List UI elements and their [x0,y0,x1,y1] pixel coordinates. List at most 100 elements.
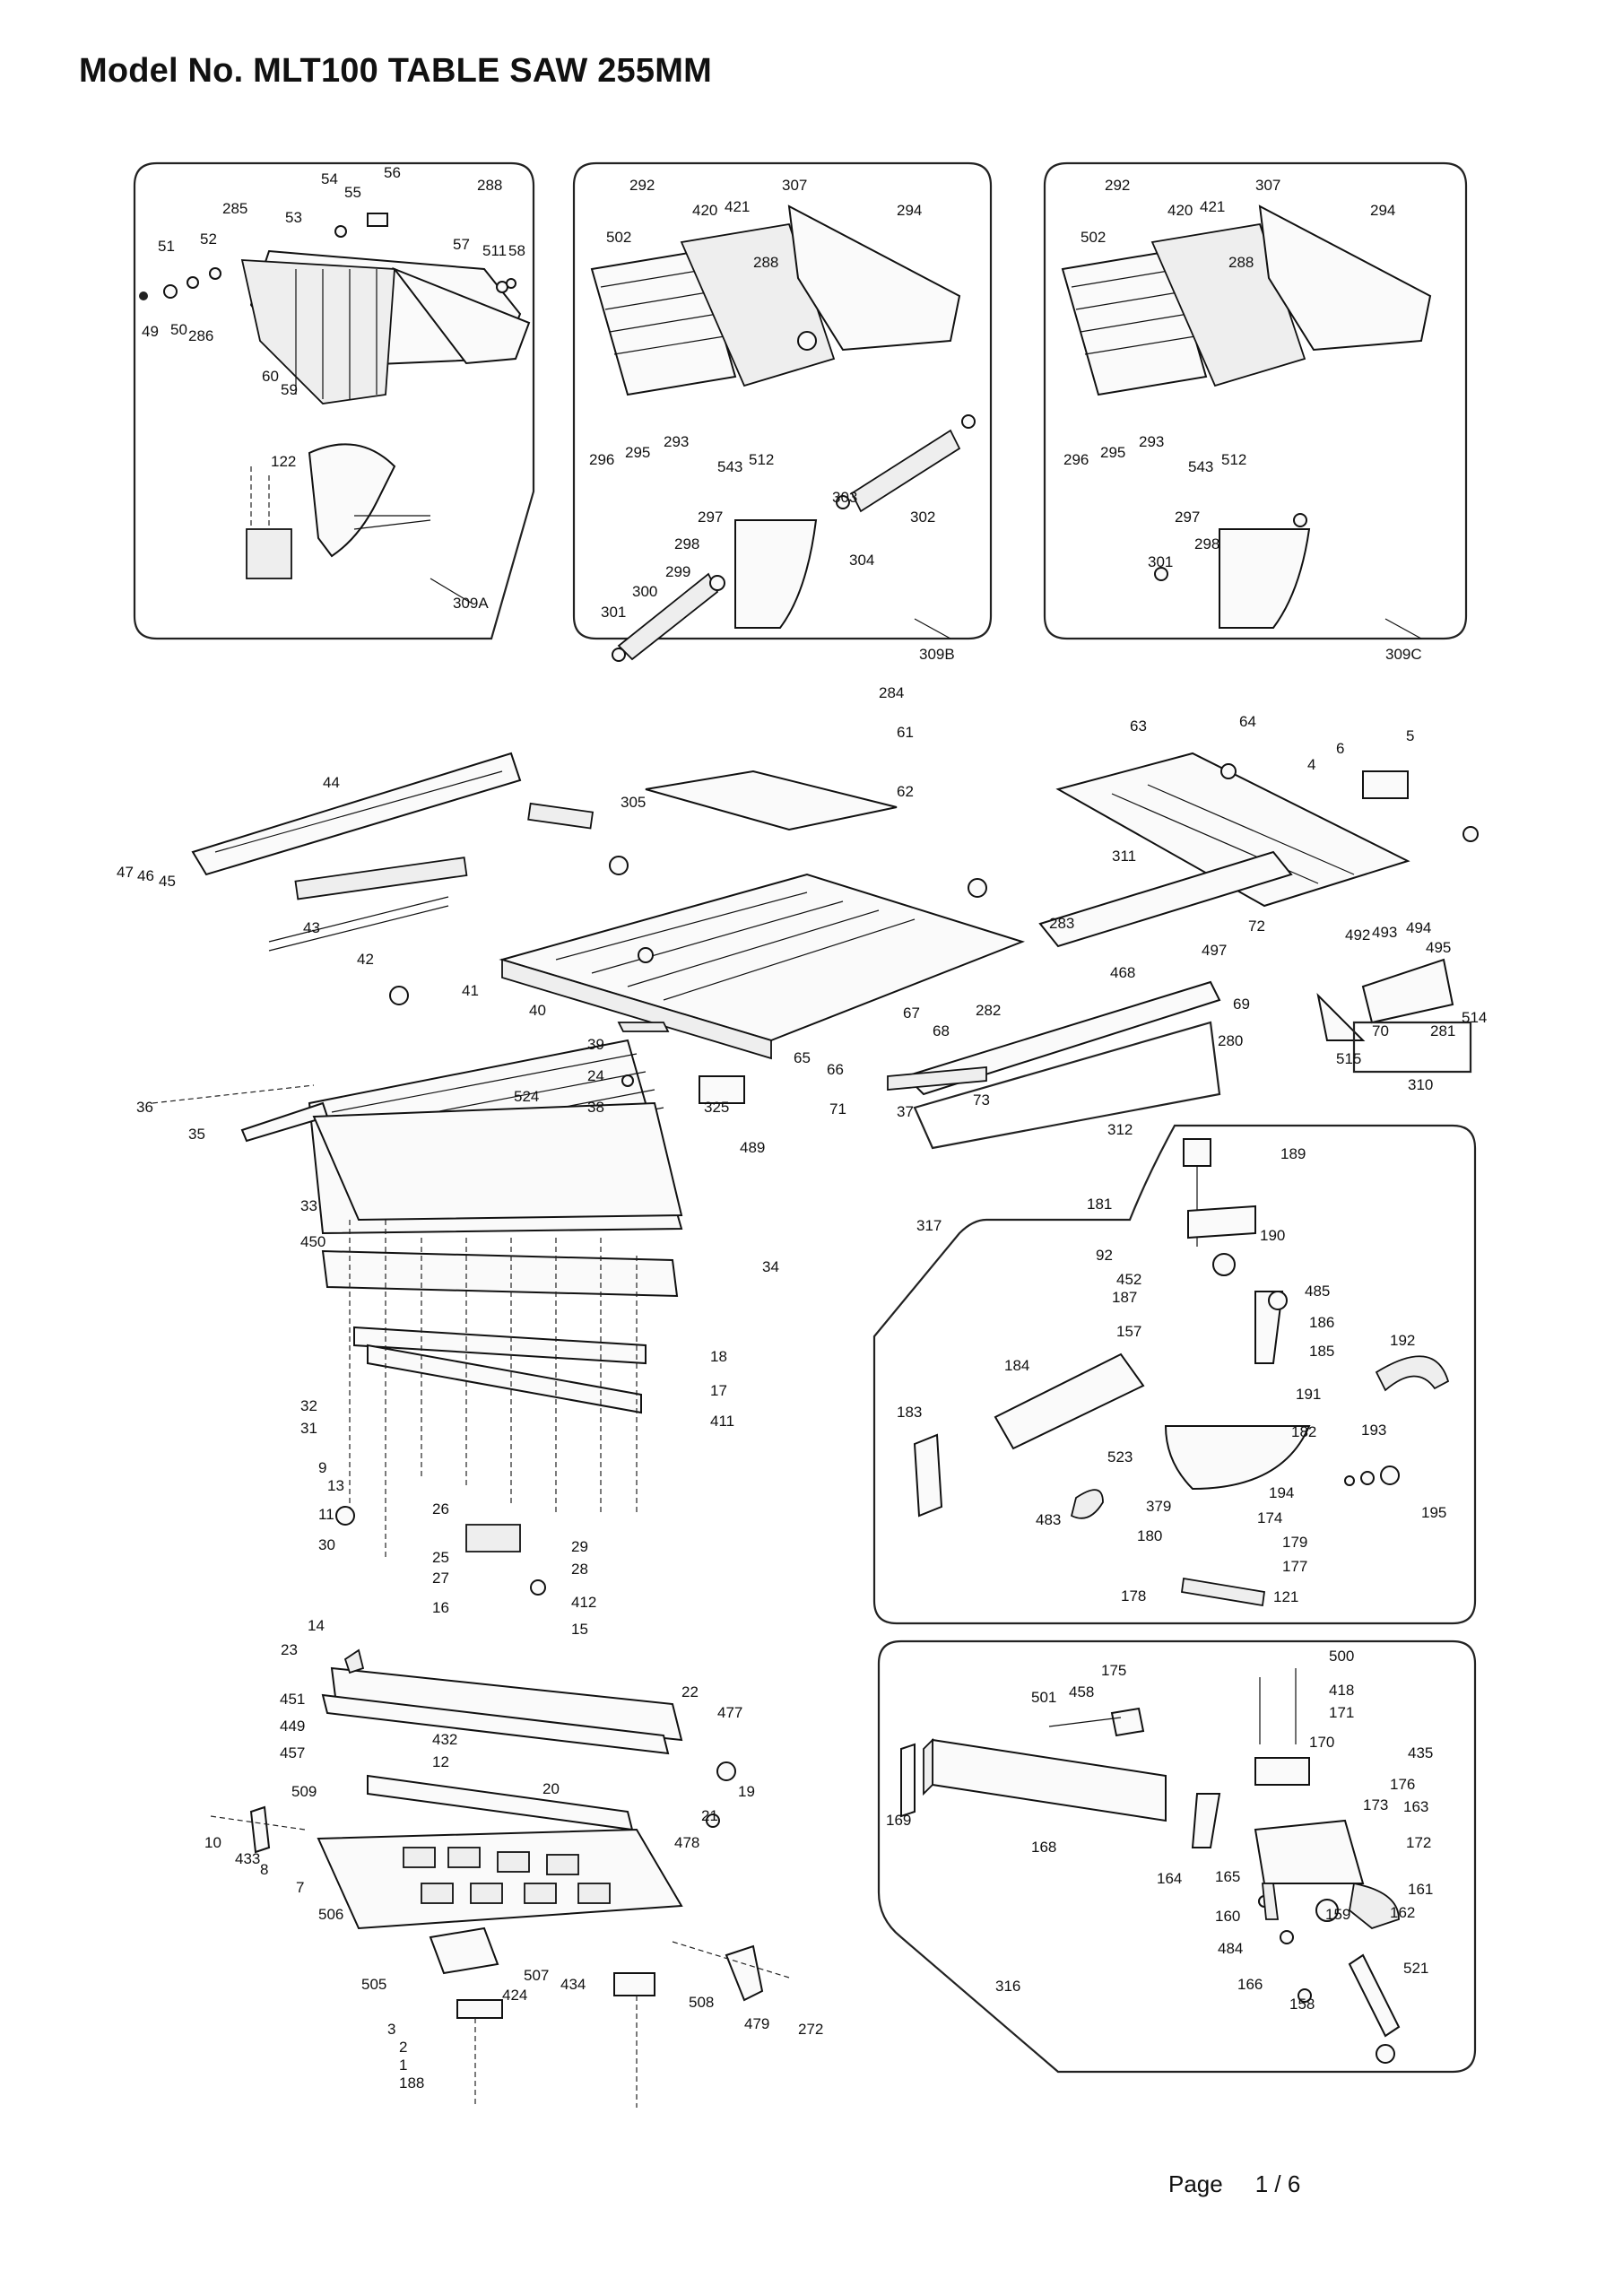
part-label: 122 [271,453,296,470]
part-label: 521 [1403,1960,1428,1977]
part-label: 164 [1157,1870,1182,1887]
part-label: 512 [1221,451,1246,468]
part-label: 187 [1112,1289,1137,1306]
part-label: 418 [1329,1682,1354,1699]
part-label: 286 [188,327,213,344]
part-label: 65 [794,1049,811,1066]
part-label: 24 [587,1067,604,1084]
page-number: Page 1 / 6 [1168,2170,1300,2198]
part-label: 312 [1107,1121,1133,1138]
part-label: 175 [1101,1662,1126,1679]
part-label: 43 [303,919,320,936]
miter-gauge-panel [872,1124,1477,1625]
part-label: 15 [571,1621,588,1638]
part-label: 301 [1148,553,1173,570]
part-label: 524 [514,1088,539,1105]
part-label: 70 [1372,1022,1389,1039]
part-label: 193 [1361,1422,1386,1439]
part-label: 502 [1081,229,1106,246]
part-label: 412 [571,1594,596,1611]
part-label: 191 [1296,1386,1321,1403]
part-label: 20 [542,1780,560,1797]
guard-panel-309b [572,161,993,662]
part-label: 281 [1430,1022,1455,1039]
part-label: 492 [1345,926,1370,944]
part-label: 297 [1175,509,1200,526]
part-label: 434 [560,1976,586,1993]
part-label: 512 [749,451,774,468]
part-label: 168 [1031,1839,1056,1856]
part-label: 49 [142,323,159,340]
part-label: 189 [1280,1145,1306,1162]
part-label: 22 [681,1683,699,1700]
part-label: 172 [1406,1834,1431,1851]
part-label: 56 [384,164,401,181]
part-label: 432 [432,1731,457,1748]
part-label: 69 [1233,996,1250,1013]
part-label: 4 [1307,756,1315,773]
part-label: 379 [1146,1498,1171,1515]
part-label: 60 [262,368,279,385]
part-label: 52 [200,230,217,248]
part-label: 160 [1215,1908,1240,1925]
part-label: 3 [387,2021,395,2038]
part-label: 309A [453,595,489,612]
part-label: 32 [300,1397,317,1414]
part-label: 58 [508,242,525,259]
part-label: 30 [318,1536,335,1553]
part-label: 494 [1406,919,1431,936]
part-label: 298 [674,535,699,552]
part-label: 280 [1218,1032,1243,1049]
part-label: 293 [664,433,689,450]
part-label: 157 [1116,1323,1141,1340]
part-label: 42 [357,951,374,968]
part-label: 12 [432,1753,449,1770]
part-label: 515 [1336,1050,1361,1067]
part-label: 14 [308,1617,325,1634]
part-label: 158 [1289,1996,1315,2013]
part-label: 523 [1107,1448,1133,1465]
part-label: 190 [1260,1227,1285,1244]
part-label: 284 [879,684,904,701]
part-label: 433 [235,1850,260,1867]
page-label: Page [1168,2170,1223,2197]
part-label: 489 [740,1139,765,1156]
part-label: 309B [919,646,955,663]
part-label: 67 [903,1004,920,1022]
part-label: 435 [1408,1744,1433,1761]
part-label: 296 [589,451,614,468]
part-label: 21 [701,1807,718,1824]
part-label: 62 [897,783,914,800]
part-label: 292 [629,177,655,194]
part-label: 41 [462,982,479,999]
part-label: 55 [344,184,361,201]
part-label: 17 [710,1382,727,1399]
part-label: 458 [1069,1683,1094,1700]
part-label: 507 [524,1967,549,1984]
part-label: 195 [1421,1504,1446,1521]
part-label: 50 [170,321,187,338]
part-label: 452 [1116,1271,1141,1288]
part-label: 420 [1167,202,1193,219]
part-label: 424 [502,1987,527,2004]
part-label: 92 [1096,1247,1113,1264]
part-label: 7 [296,1879,304,1896]
part-label: 293 [1139,433,1164,450]
part-label: 61 [897,724,914,741]
part-label: 46 [137,867,154,884]
part-label: 54 [321,170,338,187]
page-value: 1 / 6 [1254,2170,1301,2197]
part-label: 159 [1325,1906,1350,1923]
part-label: 509 [291,1783,317,1800]
part-label: 182 [1291,1423,1316,1440]
part-label: 468 [1110,964,1135,981]
part-label: 302 [910,509,935,526]
part-label: 485 [1305,1283,1330,1300]
part-label: 511 [482,242,507,259]
guard-panel-309c [1043,161,1468,640]
part-label: 502 [606,229,631,246]
part-label: 27 [432,1570,449,1587]
part-label: 451 [280,1691,305,1708]
part-label: 295 [625,444,650,461]
